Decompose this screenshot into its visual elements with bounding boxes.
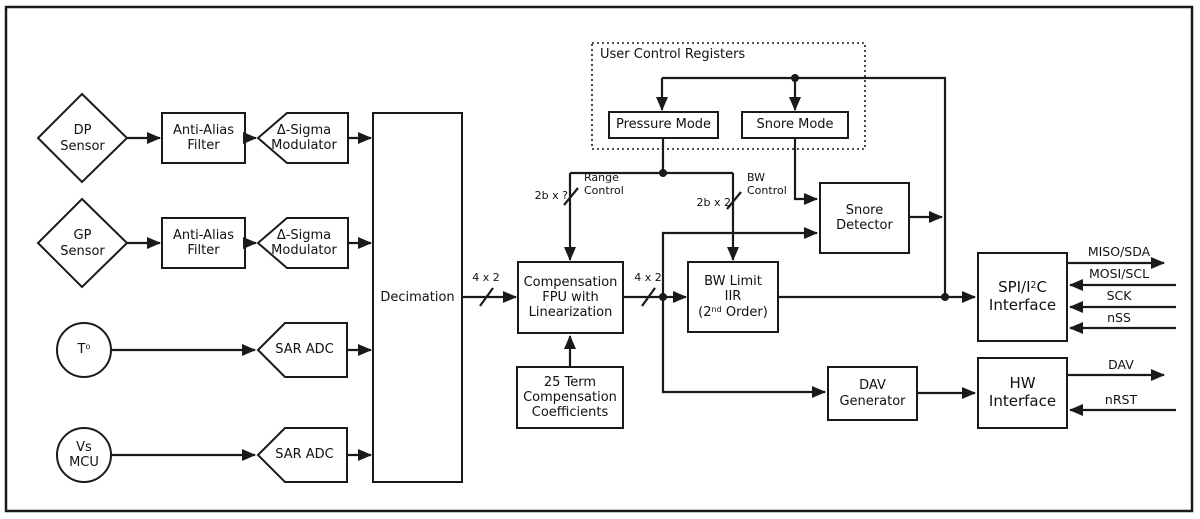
junction-dot xyxy=(659,293,667,301)
snore-detector-box xyxy=(819,182,910,254)
bus-slash-fpu-out xyxy=(641,287,656,307)
snore-mode-box xyxy=(741,111,849,139)
vs-mcu-source-shape xyxy=(56,427,112,483)
junction-dots xyxy=(659,74,949,301)
pressure-mode-box xyxy=(608,111,719,139)
arrow-branch-to-snore-detector xyxy=(661,227,818,297)
bus-slash-range xyxy=(563,187,579,206)
hw-interface-box xyxy=(977,357,1068,429)
temp-source-shape xyxy=(56,322,112,378)
sar-adc-2-shape xyxy=(256,427,348,483)
junction-dot xyxy=(791,74,799,82)
spi-i2c-interface-box xyxy=(977,252,1068,342)
decimation-box xyxy=(372,112,463,483)
delta-sigma-1-shape xyxy=(256,112,349,164)
arrow-snore-mode-to-detector xyxy=(793,138,818,205)
junction-dot xyxy=(659,169,667,177)
arrow-branch-to-dav-generator xyxy=(661,297,826,398)
dav-generator-box xyxy=(827,366,918,421)
bus-slash-dec-out xyxy=(479,287,494,307)
bw-limit-iir-box xyxy=(687,261,779,333)
delta-sigma-2-shape xyxy=(256,217,349,269)
user-control-registers-dotted-box xyxy=(591,42,866,150)
connector-lines xyxy=(111,76,1176,461)
junction-dot xyxy=(941,293,949,301)
dp-sensor-shape xyxy=(36,92,129,184)
sar-adc-1-shape xyxy=(256,322,348,378)
gp-sensor-shape xyxy=(36,197,129,289)
line-register-bus xyxy=(662,76,947,298)
bus-slash-bw xyxy=(726,191,742,210)
anti-alias-filter-1-box xyxy=(161,112,246,164)
coefficients-box xyxy=(516,366,624,429)
compensation-fpu-box xyxy=(517,261,624,334)
figure-border xyxy=(4,5,1194,513)
anti-alias-filter-2-box xyxy=(161,217,246,269)
